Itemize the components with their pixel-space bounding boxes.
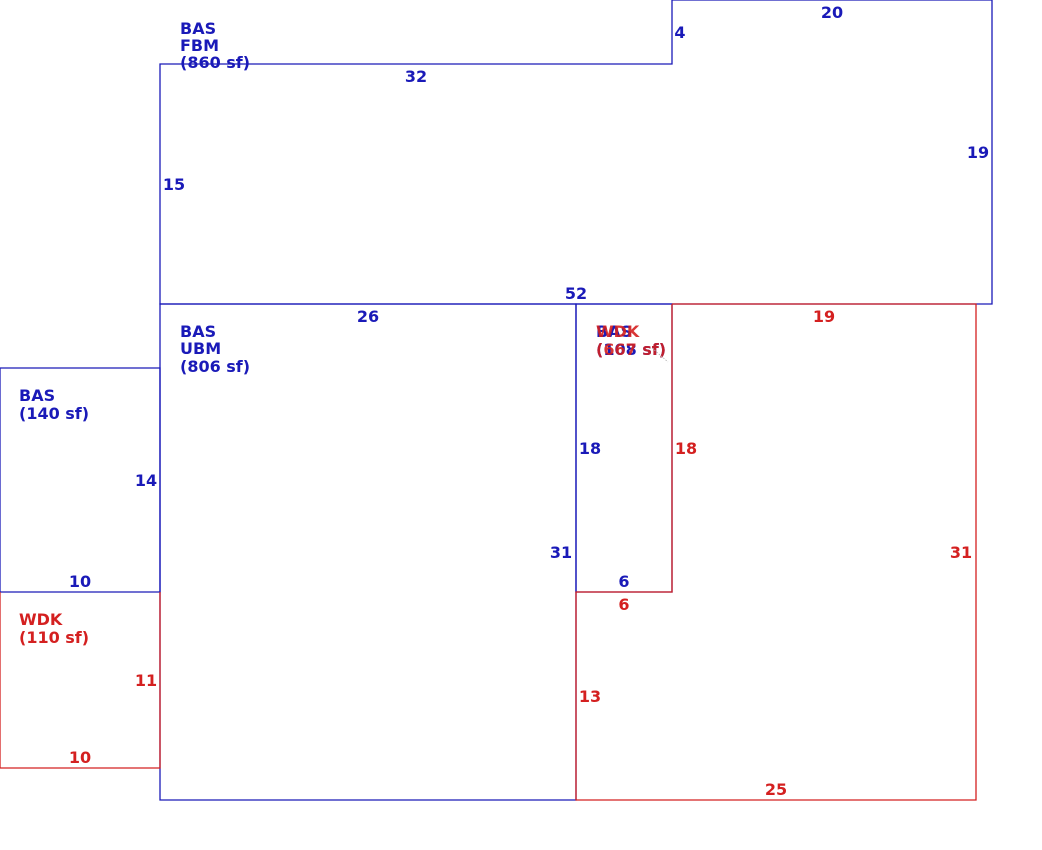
dim-wdk-large-left-upper: 18	[675, 439, 697, 458]
dim-fbm-top-right: 20	[821, 3, 843, 22]
dim-ubm-right: 31	[550, 543, 572, 562]
dim-wdk-large-notch: 6	[618, 595, 629, 614]
dim-wdk-small-right: 11	[135, 671, 157, 690]
bas-fbm-outline	[159, 0, 993, 305]
dim-ubm-top: 26	[357, 307, 379, 326]
wdk-large-outline	[575, 303, 977, 801]
dim-small-bottom: 10	[69, 572, 91, 591]
dim-wdk-large-left-lower: 13	[579, 687, 601, 706]
dim-wdk-large-top: 19	[813, 307, 835, 326]
label-leader-line	[651, 347, 669, 363]
dim-fbm-bottom: 52	[565, 284, 587, 303]
dim-fbm-top-left: 32	[405, 67, 427, 86]
dim-wdk-small-bottom: 10	[69, 748, 91, 767]
dim-fbm-left: 15	[163, 175, 185, 194]
bas-small-label: BAS (140 sf)	[19, 386, 89, 423]
bas-ubm-label: BAS UBM (806 sf)	[180, 322, 250, 376]
dim-wdk-large-right: 31	[950, 543, 972, 562]
dim-wdk-large-bottom: 25	[765, 780, 787, 799]
wdk-small-label: WDK (110 sf)	[19, 610, 89, 647]
dim-fbm-right: 19	[967, 143, 989, 162]
bas-fbm-label: BAS FBM (860 sf)	[180, 19, 250, 72]
dim-fbm-step: 4	[674, 23, 685, 42]
dim-small-right: 14	[135, 471, 157, 490]
bas-narrow-label: BAS (108 sf)	[596, 322, 666, 359]
bas-ubm-outline	[159, 303, 577, 801]
dim-narrow-bottom: 6	[618, 572, 629, 591]
wdk-small-outline	[0, 592, 161, 769]
dim-narrow-left: 18	[579, 439, 601, 458]
wdk-large-label: WDK (667 sf)	[596, 322, 666, 359]
